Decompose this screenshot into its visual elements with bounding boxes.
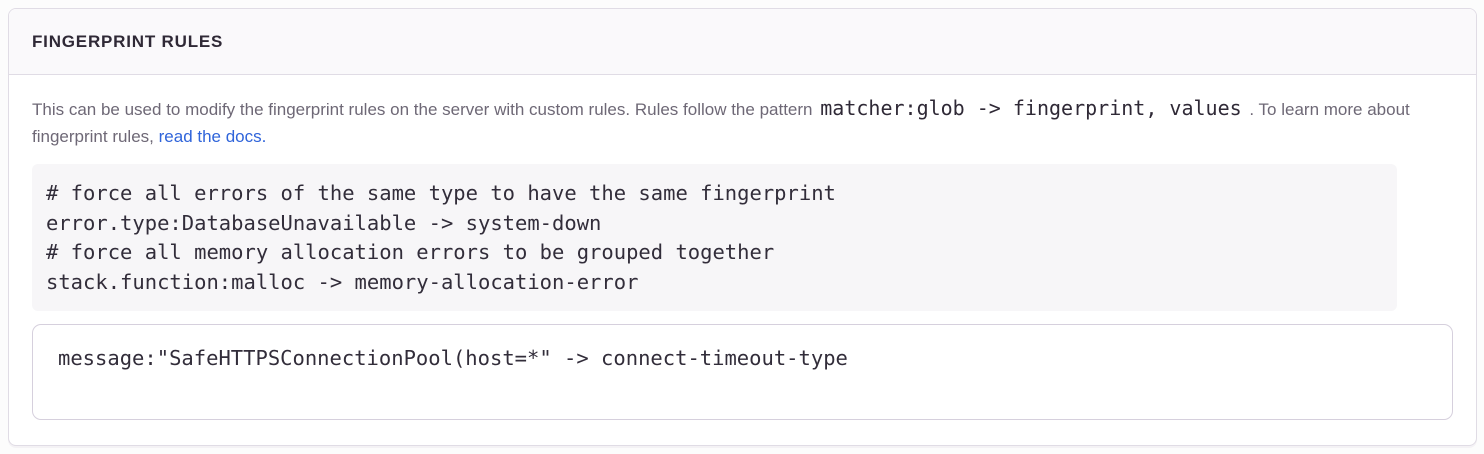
fingerprint-rules-panel: FINGERPRINT RULES This can be used to mo… bbox=[8, 8, 1477, 446]
panel-body: This can be used to modify the fingerpri… bbox=[9, 75, 1476, 445]
fingerprint-rules-input[interactable]: message:"SafeHTTPSConnectionPool(host=*"… bbox=[32, 324, 1453, 420]
read-the-docs-link[interactable]: read the docs. bbox=[158, 127, 267, 146]
description: This can be used to modify the fingerpri… bbox=[32, 95, 1417, 150]
description-text-after-code: . To learn more about fingerprint rules, bbox=[32, 100, 1410, 146]
example-code-block: # force all errors of the same type to h… bbox=[32, 164, 1397, 311]
description-text-before-code: This can be used to modify the fingerpri… bbox=[32, 100, 813, 119]
panel-header: FINGERPRINT RULES bbox=[9, 9, 1476, 75]
pattern-inline-code: matcher:glob -> fingerprint, values bbox=[820, 96, 1242, 120]
panel-title: FINGERPRINT RULES bbox=[32, 31, 224, 51]
